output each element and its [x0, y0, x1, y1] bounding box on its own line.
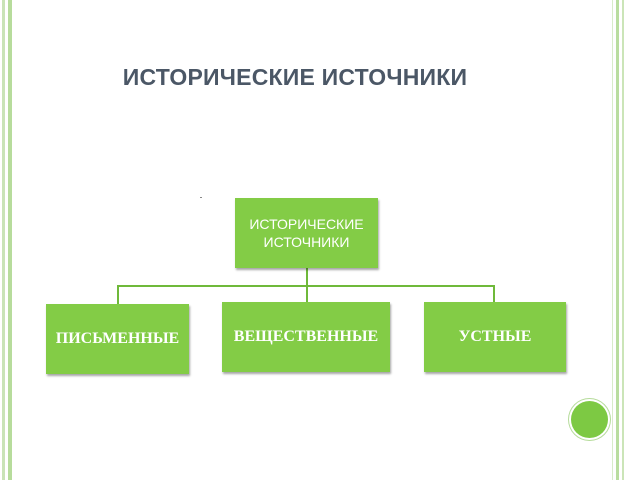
diagram-child-material: ВЕЩЕСТВЕННЫЕ	[222, 302, 390, 372]
diagram-child-written: ПИСЬМЕННЫЕ	[46, 304, 189, 374]
child-label-oral: УСТНЫЕ	[458, 328, 532, 345]
diagram-root-box: ИСТОРИЧЕСКИЕ ИСТОЧНИКИ	[235, 198, 378, 268]
decor-circle	[571, 401, 608, 438]
right-decor-bar-thin	[612, 0, 613, 480]
child-label-written: ПИСЬМЕННЫЕ	[55, 330, 180, 347]
right-decor-bar-outer	[622, 0, 624, 480]
slide-title: ИСТОРИЧЕСКИЕ ИСТОЧНИКИ	[122, 64, 468, 90]
right-decor-bar	[616, 0, 619, 480]
root-label: ИСТОРИЧЕСКИЕ ИСТОЧНИКИ	[249, 216, 364, 250]
stray-mark	[200, 197, 202, 198]
left-decor-bar-inner	[8, 0, 12, 480]
left-decor-bar	[2, 0, 5, 480]
child-label-material: ВЕЩЕСТВЕННЫЕ	[233, 328, 379, 345]
diagram-child-oral: УСТНЫЕ	[424, 302, 566, 372]
